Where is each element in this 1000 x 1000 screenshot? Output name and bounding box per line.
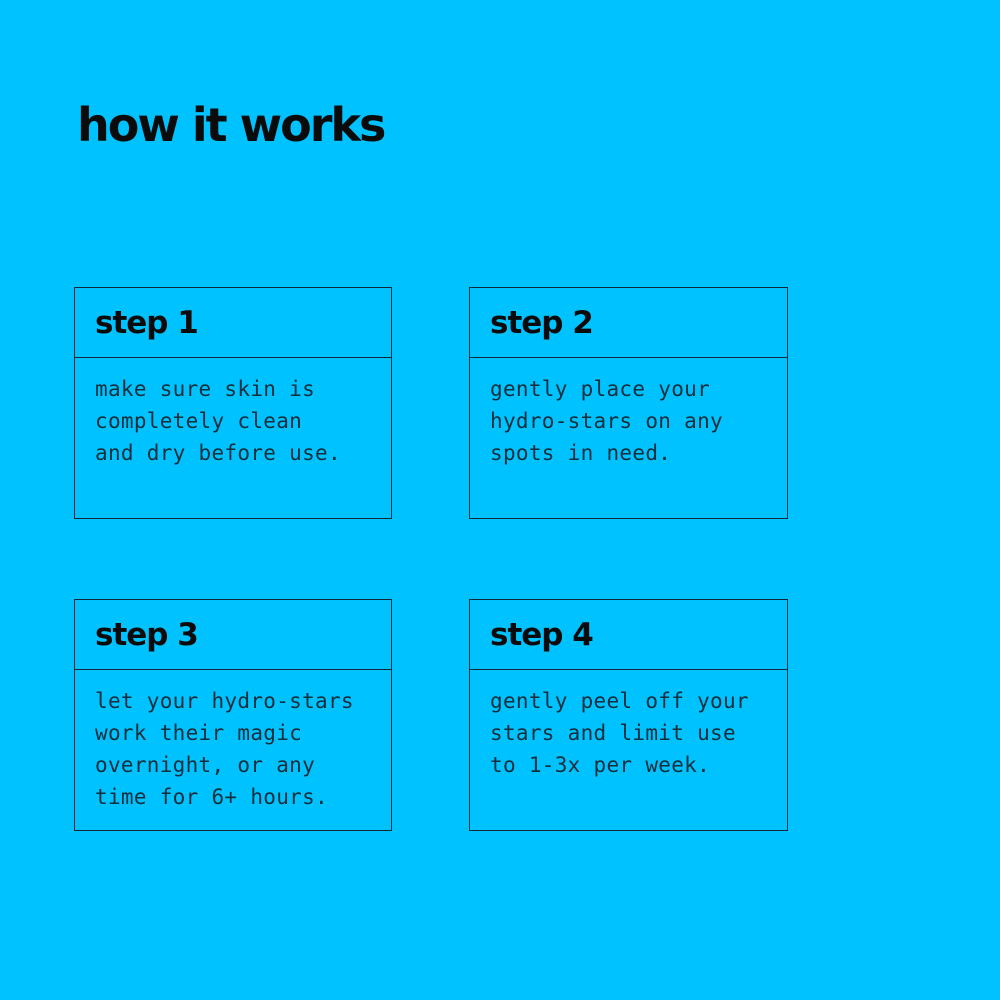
step-card-2-body: gently place your hydro-stars on any spo… bbox=[470, 358, 787, 518]
step-card-2: step 2 gently place your hydro-stars on … bbox=[469, 287, 788, 519]
step-2-description: gently place your hydro-stars on any spo… bbox=[490, 377, 723, 465]
step-card-2-header: step 2 bbox=[470, 288, 787, 358]
step-2-title: step 2 bbox=[490, 304, 594, 341]
step-3-title: step 3 bbox=[95, 616, 199, 653]
step-card-3: step 3 let your hydro-stars work their m… bbox=[74, 599, 392, 831]
step-1-title: step 1 bbox=[95, 304, 199, 341]
step-card-1: step 1 make sure skin is completely clea… bbox=[74, 287, 392, 519]
step-1-description: make sure skin is completely clean and d… bbox=[95, 377, 341, 465]
step-3-description: let your hydro-stars work their magic ov… bbox=[95, 689, 354, 809]
step-4-description: gently peel off your stars and limit use… bbox=[490, 689, 749, 777]
step-4-title: step 4 bbox=[490, 616, 594, 653]
step-card-4-header: step 4 bbox=[470, 600, 787, 670]
step-card-1-body: make sure skin is completely clean and d… bbox=[75, 358, 391, 518]
step-card-1-header: step 1 bbox=[75, 288, 391, 358]
step-card-3-body: let your hydro-stars work their magic ov… bbox=[75, 670, 391, 830]
step-card-4-body: gently peel off your stars and limit use… bbox=[470, 670, 787, 830]
steps-grid: step 1 make sure skin is completely clea… bbox=[74, 287, 788, 831]
page-title: how it works bbox=[77, 98, 386, 152]
step-card-3-header: step 3 bbox=[75, 600, 391, 670]
step-card-4: step 4 gently peel off your stars and li… bbox=[469, 599, 788, 831]
